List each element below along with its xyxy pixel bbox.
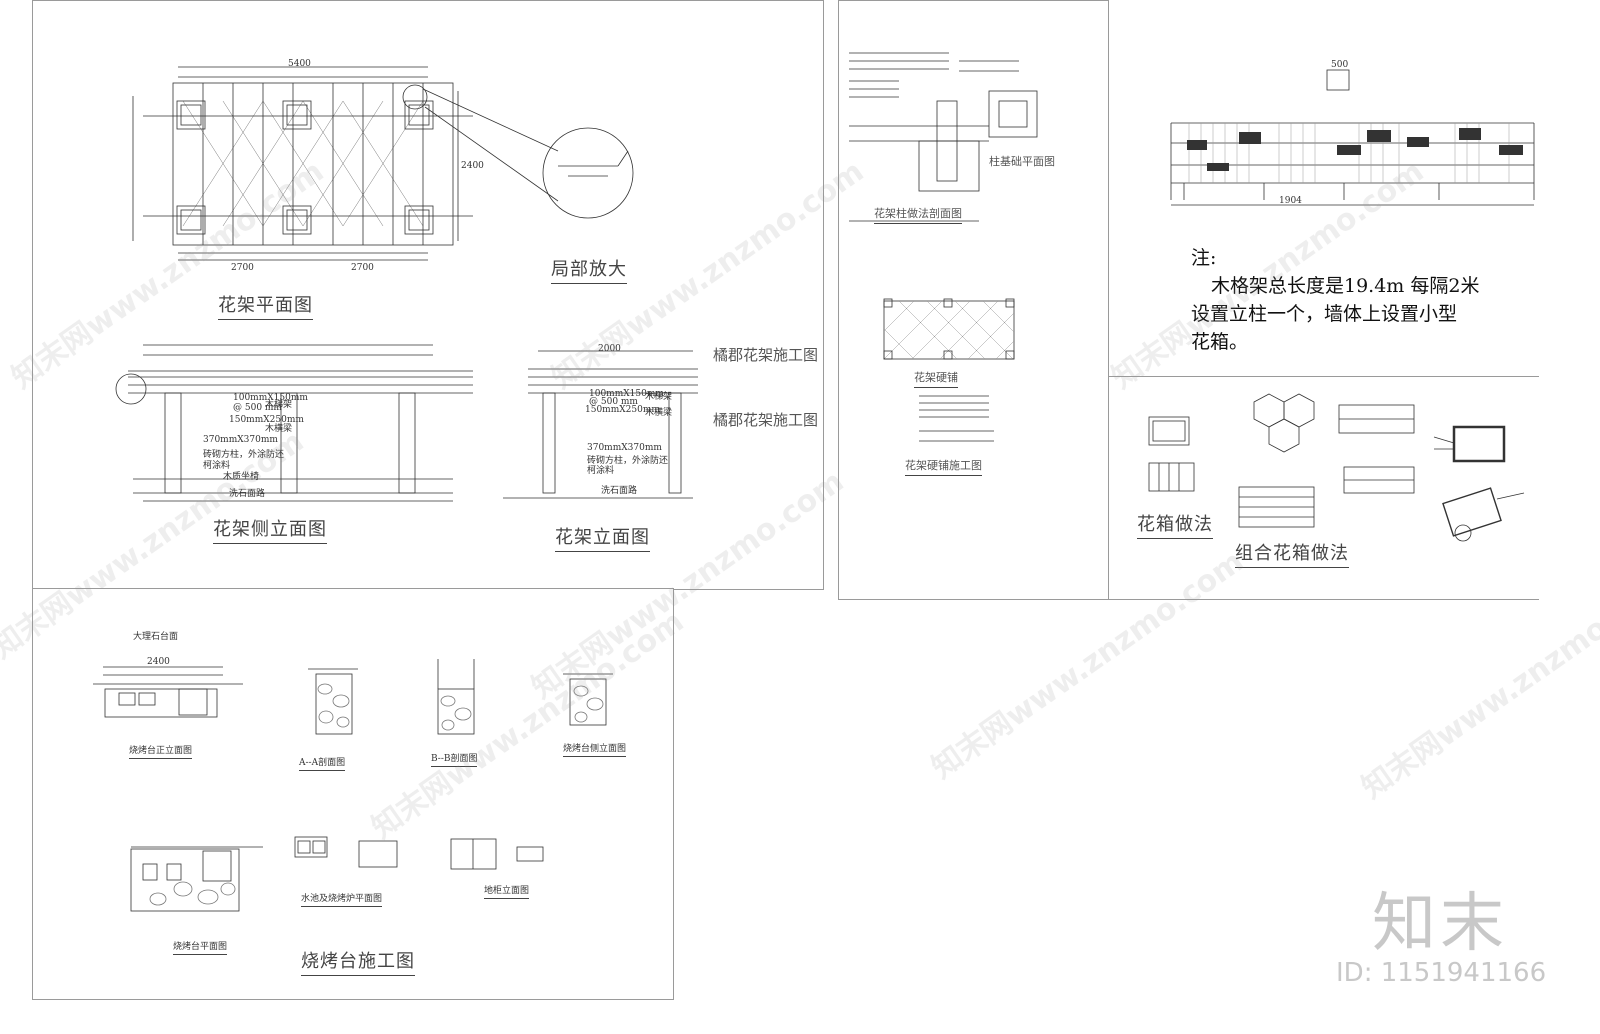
bbq-sheet-title: 烧烤台施工图	[301, 947, 415, 976]
dim-total: 5400	[288, 59, 311, 69]
beam-small-name: 木梯架	[265, 400, 293, 410]
paving-detail-title: 花架硬铺施工图	[905, 457, 982, 476]
side-elevation-title: 花架侧立面图	[213, 515, 327, 544]
dim-half-left: 2700	[231, 263, 254, 273]
plan-title: 花架平面图	[218, 291, 313, 320]
sheet-footing: 花架柱做法剖面图 柱基础平面图 花架硬铺 花架硬铺施工图	[838, 0, 1110, 600]
sheet-planters: 花箱做法 组合花箱做法	[1108, 376, 1539, 600]
project-label-1: 橘郡花架施工图	[713, 346, 819, 364]
pergola-plan-drawing	[115, 66, 698, 502]
front-column-spec: 370mmX370mm	[587, 443, 662, 453]
note-line-1: 木格架总长度是19.4m 每隔2米	[1211, 275, 1480, 297]
sink-plan-label: 水池及烧烤炉平面图	[301, 891, 383, 907]
project-label-2: 橘郡花架施工图	[713, 411, 819, 429]
dim-depth: 2400	[461, 161, 484, 171]
front-beam-large-name: 木横梁	[645, 408, 673, 418]
front-column-note-2: 柯涂料	[587, 466, 615, 476]
detail-title: 局部放大	[551, 255, 627, 284]
lattice-drawing	[1170, 69, 1535, 206]
front-column-note-1: 砖砌方柱，外涂防还	[587, 456, 669, 466]
lattice-note: 注: 木格架总长度是19.4m 每隔2米 设置立柱一个，墙体上设置小型 花箱。	[1191, 244, 1479, 356]
section-bb-label: B--B剖面图	[431, 751, 478, 767]
brand-id: ID: 1151941166	[1336, 958, 1547, 988]
column-note-1: 砖砌方柱，外涂防还	[203, 450, 285, 460]
front-elevation-title: 花架立面图	[555, 523, 650, 552]
combo-planter-title: 组合花箱做法	[1235, 539, 1349, 568]
planter-drawing	[1148, 393, 1525, 542]
lattice-top-dim: 500	[1331, 60, 1349, 70]
section-aa-label: A--A剖面图	[299, 755, 346, 771]
note-line-2: 设置立柱一个，墙体上设置小型	[1191, 303, 1458, 325]
sheet-pergola: 5400 2700 2700 2400 花架平面图 局部放大 100mmX150…	[32, 0, 824, 590]
brand-logo: 知末	[1372, 887, 1508, 961]
cabinet-elevation-label: 地柜立面图	[484, 883, 530, 899]
paving-note: 洗石面路	[229, 489, 266, 499]
front-paving-note: 洗石面路	[601, 486, 638, 496]
side-elevation-label: 烧烤台侧立面图	[563, 741, 627, 757]
footing-plan-title: 柱基础平面图	[989, 155, 1055, 168]
beam-small-spec: 100mmX150mm	[233, 393, 308, 403]
front-beam-spacing: @ 500 mm	[589, 397, 638, 407]
bench-note: 木质坐椅	[223, 472, 260, 482]
bbq-plan-label: 烧烤台平面图	[173, 939, 228, 955]
column-note-2: 柯涂料	[203, 461, 231, 471]
front-beam-small-spec: 100mmX150mm	[589, 389, 664, 399]
lattice-length-dim: 1904	[1279, 196, 1302, 206]
sheet-lattice: 500 1904 注: 木格架总长度是19.4m 每隔2米 设置立柱一个，墙体上…	[1108, 0, 1539, 377]
beam-large-name: 木横梁	[265, 424, 293, 434]
beam-large-spec: 150mmX250mm	[229, 415, 304, 425]
dim-2400: 2400	[147, 657, 170, 667]
front-beam-small-name: 木梯架	[645, 392, 673, 402]
beam-spacing: @ 500 mm	[233, 403, 282, 413]
planter-title: 花箱做法	[1137, 510, 1213, 539]
marble-label: 大理石台面	[133, 632, 179, 642]
paving-title: 花架硬铺	[914, 369, 958, 388]
column-spec: 370mmX370mm	[203, 435, 278, 445]
note-label: 注:	[1191, 247, 1217, 269]
dim-half-right: 2700	[351, 263, 374, 273]
front-dim: 2000	[598, 344, 621, 354]
front-elevation-label: 烧烤台正立面图	[129, 743, 193, 759]
bbq-drawing	[93, 659, 613, 912]
sheet-bbq: 大理石台面 2400 烧烤台正立面图 A--A剖面图 B--B剖面图 烧烤台侧立…	[32, 588, 674, 1000]
footing-drawing	[849, 52, 1038, 442]
note-line-3: 花箱。	[1191, 331, 1249, 353]
footing-section-title: 花架柱做法剖面图	[874, 205, 962, 224]
front-beam-large-spec: 150mmX250mm	[585, 405, 660, 415]
